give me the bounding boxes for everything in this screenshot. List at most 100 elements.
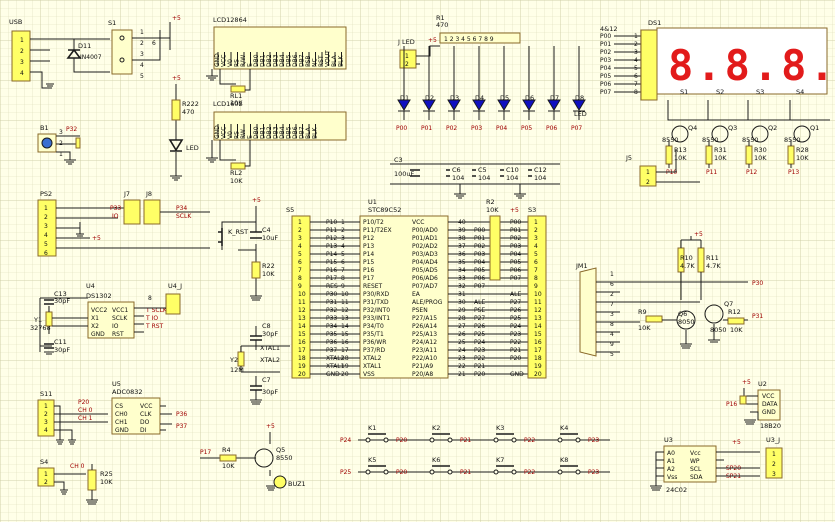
key-net: P20: [396, 469, 407, 476]
power-led-label: LED: [186, 144, 199, 152]
crystal-circuit: C8 30pF XTAL1 XTAL2 Y2 12M C7 30pF: [229, 322, 290, 405]
ds18b20-p16: P16: [726, 401, 737, 408]
u1-pin-right-name: P07/AD7: [412, 283, 438, 290]
u1-pin-right-name: P24/A12: [412, 339, 437, 346]
eeprom-pin-a1: A1: [667, 458, 675, 465]
ds1302-tio: T IO: [145, 315, 158, 322]
s5-pin-number: 9: [298, 283, 302, 290]
adc0832-chip: [111, 397, 161, 435]
c12-label: C12: [534, 166, 547, 174]
r22-resistor: [251, 261, 261, 279]
key-net: P21: [460, 469, 471, 476]
key-net: P21: [460, 437, 471, 444]
eeprom-pin-sda: SDA: [690, 474, 703, 481]
s3-pin-number: 7: [534, 267, 538, 274]
r2-resistor-array: [489, 215, 501, 281]
serial-vcc: +5: [694, 231, 703, 238]
digit-s3: S3: [756, 88, 764, 96]
y2-value: 12M: [230, 366, 244, 374]
c13-value: 30pF: [54, 297, 70, 305]
r222-value: 470: [182, 108, 194, 116]
svg-text:5: 5: [610, 351, 614, 358]
ds1-net: P01: [600, 41, 611, 48]
u1-part-label: STC89C52: [368, 206, 401, 214]
key-contact: [575, 469, 581, 475]
c11-value: 30pF: [54, 346, 70, 354]
svg-text:1: 1: [44, 471, 48, 478]
ds18b20-pin-data: DATA: [762, 401, 778, 408]
s3-pin-number: 15: [534, 331, 542, 338]
key-label: K1: [368, 424, 376, 432]
lcd-pin-name: RS: [234, 131, 241, 139]
led-designator: D4: [475, 94, 484, 102]
r4-value: 10K: [222, 462, 235, 470]
led-designator: D6: [525, 94, 534, 102]
s3-pin-list: 1P002P013P024P035P046P057P068P07910ALE11…: [510, 219, 542, 378]
j5-label: J5: [625, 154, 632, 162]
c5-label: C5: [478, 166, 487, 174]
lcd-pin-name: V0: [227, 131, 234, 139]
s3-pin-number: 17: [534, 347, 542, 354]
led-net: P00: [396, 125, 407, 132]
digit-resistor-label: R31: [714, 146, 727, 154]
s5-pin-number: 10: [298, 291, 306, 298]
y2-label: Y2: [229, 356, 238, 364]
y1-crystal: [45, 311, 53, 327]
digit-transistor: [751, 125, 769, 143]
u1-pin-right-name: P27/A15: [412, 315, 437, 322]
s5-pin-number: 4: [298, 243, 302, 250]
u4j-label: U4_J: [168, 282, 182, 290]
s3-pin-number: 4: [534, 243, 538, 250]
r25-value: 10K: [100, 478, 113, 486]
ds1302-pin-sclk: SCLK: [112, 315, 128, 322]
digit-s2: S2: [716, 88, 724, 96]
lcd-pin-name: DB3: [273, 126, 280, 139]
led-designator: D5: [500, 94, 509, 102]
digit-transistor-label: Q2: [768, 124, 777, 132]
s11-label: S11: [40, 390, 52, 398]
s3-pin-number: 2: [534, 227, 538, 234]
c10-value: 104: [506, 174, 518, 182]
r11-label: R11: [706, 254, 719, 262]
led-net: P03: [471, 125, 482, 132]
lcd12864-header: [213, 26, 347, 70]
eeprom-block: U3 A0 A1 A2 Vss Vcc WP SCL SDA 24C02 SP2…: [650, 436, 783, 494]
ds1302-pin-x2: X2: [91, 323, 99, 330]
lcd-pin-name: BLA: [331, 54, 338, 67]
ps2-block: PS2 123 456 +5 J7 J8 P33 IO P34 SCLK: [37, 190, 210, 257]
r1-resistor-array: [439, 32, 521, 44]
u3j-connector: [765, 447, 783, 479]
s3-pin-net: P02: [510, 235, 521, 242]
svg-text:9: 9: [610, 341, 614, 348]
led-net: P01: [421, 125, 432, 132]
adc-p37-net: P37: [176, 423, 187, 430]
digit-transistor: [793, 125, 811, 143]
q5-label: Q5: [276, 446, 285, 454]
ds18b20-block: U2 VCC DATA GND 18B20 P16 +5: [726, 379, 781, 430]
digit-net: P13: [788, 169, 799, 176]
digit-transistor-label: Q3: [728, 124, 737, 132]
svg-text:1: 1: [610, 271, 614, 278]
key-net: P22: [524, 469, 535, 476]
lcd-pin-name: DB6: [292, 126, 299, 139]
ds1302-pin-vcc1: VCC1: [112, 307, 128, 314]
q5-value: 8550: [276, 454, 293, 462]
digit-s1: S1: [680, 88, 688, 96]
s5-pin-number: 5: [298, 251, 302, 258]
adc-pin-ch1: CH1: [115, 419, 128, 426]
rl1-resistor: [230, 85, 246, 93]
xtal2-net: XTAL2: [260, 356, 280, 364]
s5-pin-number: 18: [298, 355, 306, 362]
key-contact: [493, 437, 499, 443]
digit-base-resistor: [665, 145, 673, 165]
svg-text:2: 2: [646, 179, 650, 186]
lcd-pin-name: DB0: [253, 126, 260, 139]
svg-text:1: 1: [59, 151, 63, 158]
key-contact: [383, 469, 389, 475]
rl1-label: RL1: [230, 92, 242, 100]
s5-pin-number: 12: [298, 307, 306, 314]
r9-label: R9: [638, 308, 647, 316]
lcd-pin-name: DB2: [266, 126, 273, 139]
svg-text:8: 8: [610, 321, 614, 328]
